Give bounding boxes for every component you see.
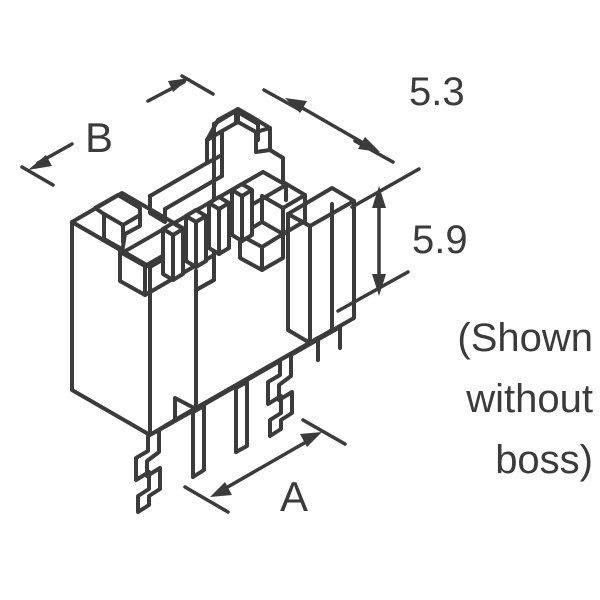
dim-a-ext-line-right [301, 418, 347, 446]
solder-leg-bent-2 [266, 352, 294, 438]
note-line-1: (Shown [457, 316, 593, 360]
dimension-a [183, 418, 347, 514]
dim-53-arrowhead-bottom [358, 137, 380, 152]
solder-legs [134, 352, 294, 514]
dim-53-ext-line-bottom [353, 139, 395, 164]
pin-posts [161, 182, 254, 282]
dim-a-ext-line-left [183, 485, 230, 514]
dimension-5-3-label: 5.3 [409, 70, 465, 114]
dim-53-arrowhead-top [285, 98, 307, 113]
dim-a-arrowhead-left [210, 482, 232, 497]
dimension-a-label: A [280, 473, 308, 520]
solder-leg-bent-1 [134, 428, 162, 514]
connector-body [70, 107, 356, 437]
dimension-5-3 [262, 88, 395, 164]
dim-a-shaft [217, 436, 315, 494]
dim-59-ext-line-bottom [336, 270, 410, 313]
dim-b-ext-line-left [20, 165, 55, 187]
dimension-5-9-label: 5.9 [412, 218, 468, 262]
center-key-rib [205, 107, 285, 184]
dim-b-arrowhead-right [168, 78, 190, 92]
dim-59-ext-line-top [350, 167, 421, 209]
dim-53-shaft [290, 100, 374, 150]
housing-base-edge [148, 325, 342, 437]
dimension-b [20, 74, 215, 187]
dim-59-arrowhead-top [372, 186, 386, 208]
dim-a-arrowhead-right [300, 432, 322, 447]
dimension-5-9 [336, 167, 421, 313]
dim-b-arrowhead-left [28, 155, 52, 170]
dim-59-arrowhead-bottom [372, 274, 386, 296]
note-line-2: without [465, 377, 593, 421]
note-line-3: boss) [495, 438, 593, 482]
dimension-b-label: B [85, 114, 113, 161]
right-end-wall [286, 186, 356, 345]
